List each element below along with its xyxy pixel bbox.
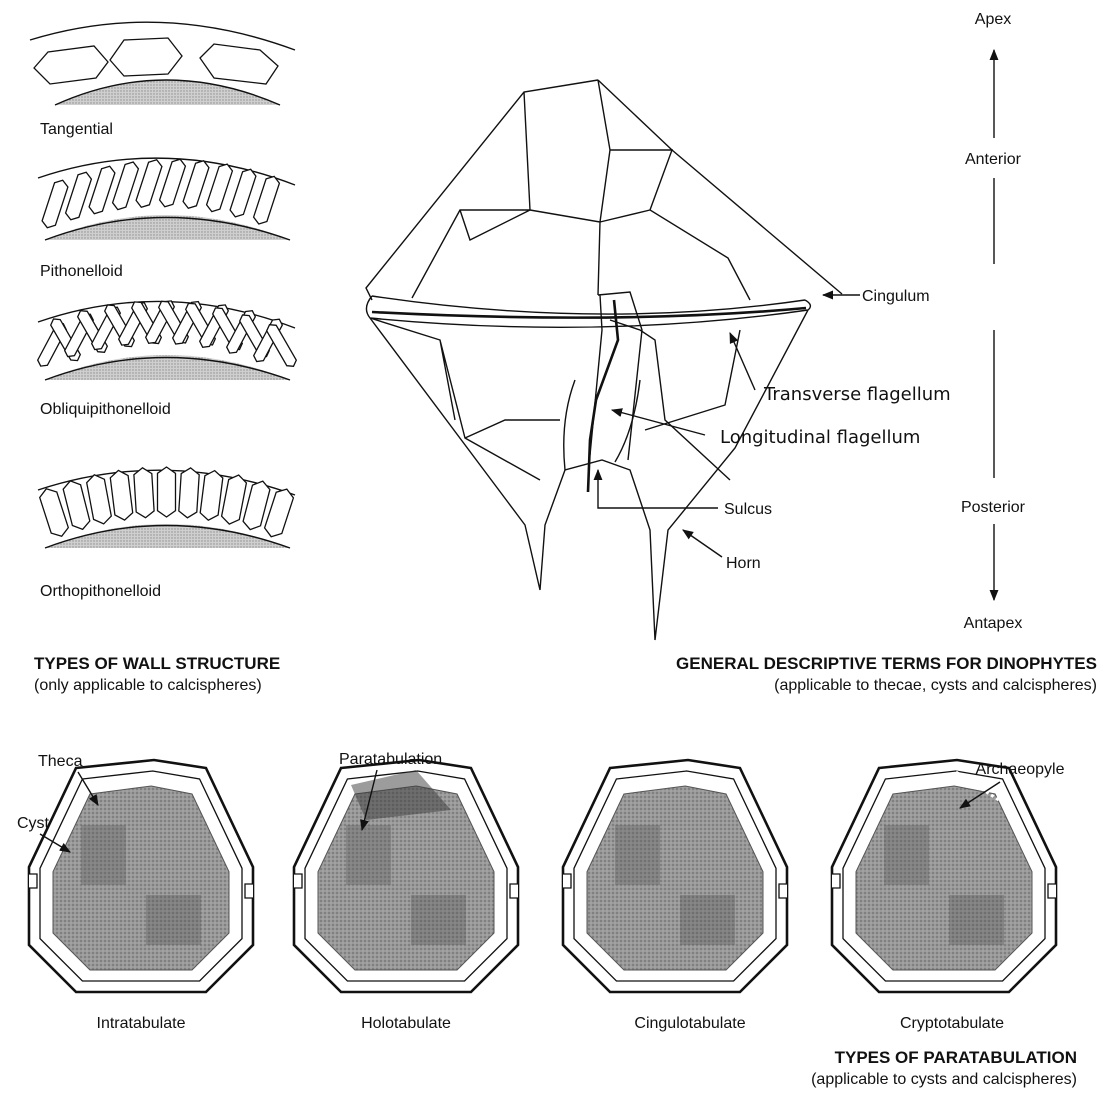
dinophyte-drawing <box>366 80 842 640</box>
wall-crystal <box>113 162 139 210</box>
wall-crystal <box>87 475 112 524</box>
wall-crystal <box>134 468 154 518</box>
label-apex: Apex <box>975 11 1011 28</box>
wall-crystal <box>40 489 69 537</box>
paratabulation-heading: TYPES OF PARATABULATION <box>835 1048 1077 1067</box>
cyst-shading <box>346 825 391 885</box>
label-transverse-flagellum: Transverse flagellum <box>763 384 951 405</box>
label-antapex: Antapex <box>964 615 1023 632</box>
wall-crystal <box>63 481 90 529</box>
wall-crystal <box>158 467 176 517</box>
cyst-shading <box>146 895 201 945</box>
cyst-figure <box>563 760 787 992</box>
label-tangential: Tangential <box>40 121 113 138</box>
dinophyte-subheading: (applicable to thecae, cysts and calcisp… <box>774 677 1097 694</box>
wall-crystal <box>160 159 186 207</box>
wall-substrate <box>45 355 290 380</box>
cyst-shading <box>411 895 466 945</box>
wall-crystal <box>222 475 247 524</box>
label-pithonelloid: Pithonelloid <box>40 263 123 280</box>
orientation-axis: Apex Anterior Posterior Antapex <box>961 11 1026 632</box>
wall-structure-subheading: (only applicable to calcispheres) <box>34 677 262 694</box>
label-theca: Theca <box>38 753 83 770</box>
wall-crystal <box>179 468 199 518</box>
hypotheca-plates <box>370 318 740 480</box>
label-intratabulate: Intratabulate <box>97 1015 186 1032</box>
label-paratabulation: Paratabulation <box>339 751 442 768</box>
wall-crystal <box>136 160 162 208</box>
cyst-figure <box>29 760 253 992</box>
label-cingulotabulate: Cingulotabulate <box>634 1015 745 1032</box>
wall-structure-heading: TYPES OF WALL STRUCTURE <box>34 654 280 673</box>
label-obliquipithonelloid: Obliquipithonelloid <box>40 401 171 418</box>
sulcus-arrow <box>598 470 718 508</box>
label-cingulum: Cingulum <box>862 288 930 305</box>
wall-tangential: Tangential <box>30 22 295 138</box>
wall-crystal <box>254 176 280 224</box>
cyst-figure <box>832 760 1056 992</box>
horn-arrow <box>683 530 722 557</box>
wall-crystal <box>200 471 223 521</box>
dinophyte-heading: GENERAL DESCRIPTIVE TERMS FOR DINOPHYTES <box>676 654 1097 673</box>
wall-obliquipithonelloid: Obliquipithonelloid <box>38 301 297 418</box>
wall-crystal <box>34 46 108 84</box>
wall-crystal <box>200 44 278 84</box>
label-longitudinal-flagellum: Longitudinal flagellum <box>720 427 920 448</box>
wall-substrate <box>45 215 290 240</box>
wall-orthopithonelloid: Orthopithonelloid <box>38 467 295 600</box>
wall-crystal <box>42 180 68 228</box>
cyst-shading <box>81 825 126 885</box>
cyst-shading <box>615 825 660 885</box>
label-archaeopyle: Archaeopyle <box>976 761 1065 778</box>
wall-pithonelloid: Pithonelloid <box>38 158 295 280</box>
wall-crystal <box>110 38 182 76</box>
label-sulcus: Sulcus <box>724 501 772 518</box>
label-anterior: Anterior <box>965 151 1022 168</box>
paratabulation-row <box>29 760 1056 992</box>
epitheca-plates <box>412 80 750 300</box>
label-cryptotabulate: Cryptotabulate <box>900 1015 1004 1032</box>
cyst-shading <box>949 895 1004 945</box>
cyst-shading <box>680 895 735 945</box>
wall-crystal <box>89 166 115 214</box>
wall-crystal <box>207 164 233 212</box>
wall-crystal <box>110 470 132 520</box>
transverse-flagellum-line <box>372 308 806 318</box>
label-horn: Horn <box>726 555 761 572</box>
label-posterior: Posterior <box>961 499 1026 516</box>
cyst-figure <box>294 760 518 992</box>
longitudinal-flagellum-arrow <box>612 410 705 435</box>
wall-crystal <box>183 161 209 209</box>
wall-crystal <box>230 169 256 217</box>
paratabulation-subheading: (applicable to cysts and calcispheres) <box>811 1071 1077 1088</box>
cyst-shading <box>884 825 929 885</box>
wall-crystal <box>265 489 294 537</box>
wall-crystal <box>66 172 92 220</box>
label-orthopithonelloid: Orthopithonelloid <box>40 583 161 600</box>
label-cyst: Cyst <box>17 815 50 832</box>
label-holotabulate: Holotabulate <box>361 1015 451 1032</box>
